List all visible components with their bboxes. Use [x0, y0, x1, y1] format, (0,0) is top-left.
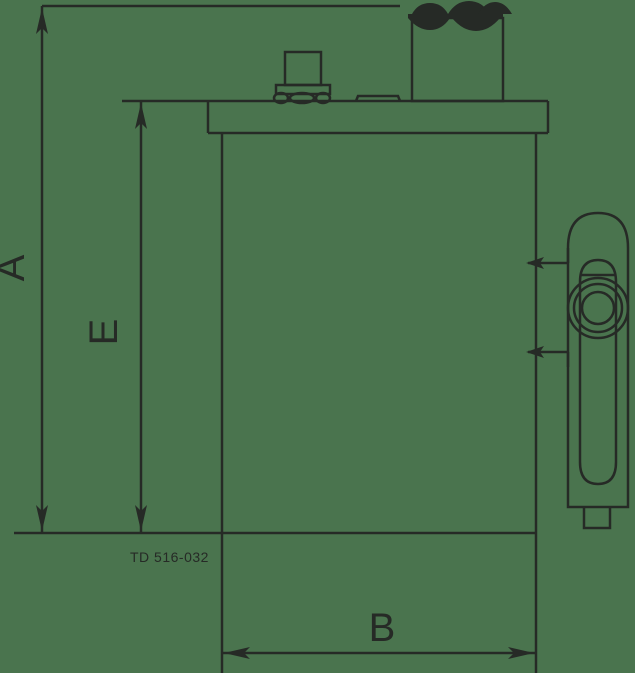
dimension-b: B: [222, 606, 536, 659]
dimension-a-arrow-top: [36, 8, 48, 34]
valve-stem-lower: [578, 310, 618, 486]
dimension-b-arrow-right: [508, 647, 534, 659]
valve-lower-leader-arrow: [526, 346, 544, 358]
valve-body: [566, 211, 630, 509]
dimension-e-arrow-top: [135, 103, 147, 129]
valve-lower-leader: [526, 346, 570, 367]
flat-port: [354, 94, 402, 102]
valve-upper-leader-arrow: [526, 257, 544, 269]
dimension-e-label: E: [82, 319, 126, 346]
dimension-e-arrow-bottom: [135, 505, 147, 531]
dimension-e: E: [82, 101, 147, 533]
dimension-b-label: B: [369, 606, 396, 650]
dimension-a-arrow-bottom: [36, 505, 48, 531]
filler-cap: [408, 1, 512, 103]
valve-upper-leader: [526, 248, 570, 269]
valve-outlet: [582, 507, 612, 530]
valve-gauge-mid-ring: [572, 282, 624, 334]
valve-gauge-inner-ring: [580, 290, 616, 326]
dimension-a: A: [0, 6, 48, 533]
tank-body: [220, 133, 538, 673]
tank-lid: [206, 99, 550, 135]
small-fitting: [272, 50, 332, 105]
dimension-b-arrow-left: [224, 647, 250, 659]
valve-gauge-outer-ring: [566, 276, 630, 340]
valve-assembly: [566, 211, 630, 530]
dimension-a-label: A: [0, 254, 33, 281]
part-code-label: TD 516-032: [130, 549, 209, 565]
